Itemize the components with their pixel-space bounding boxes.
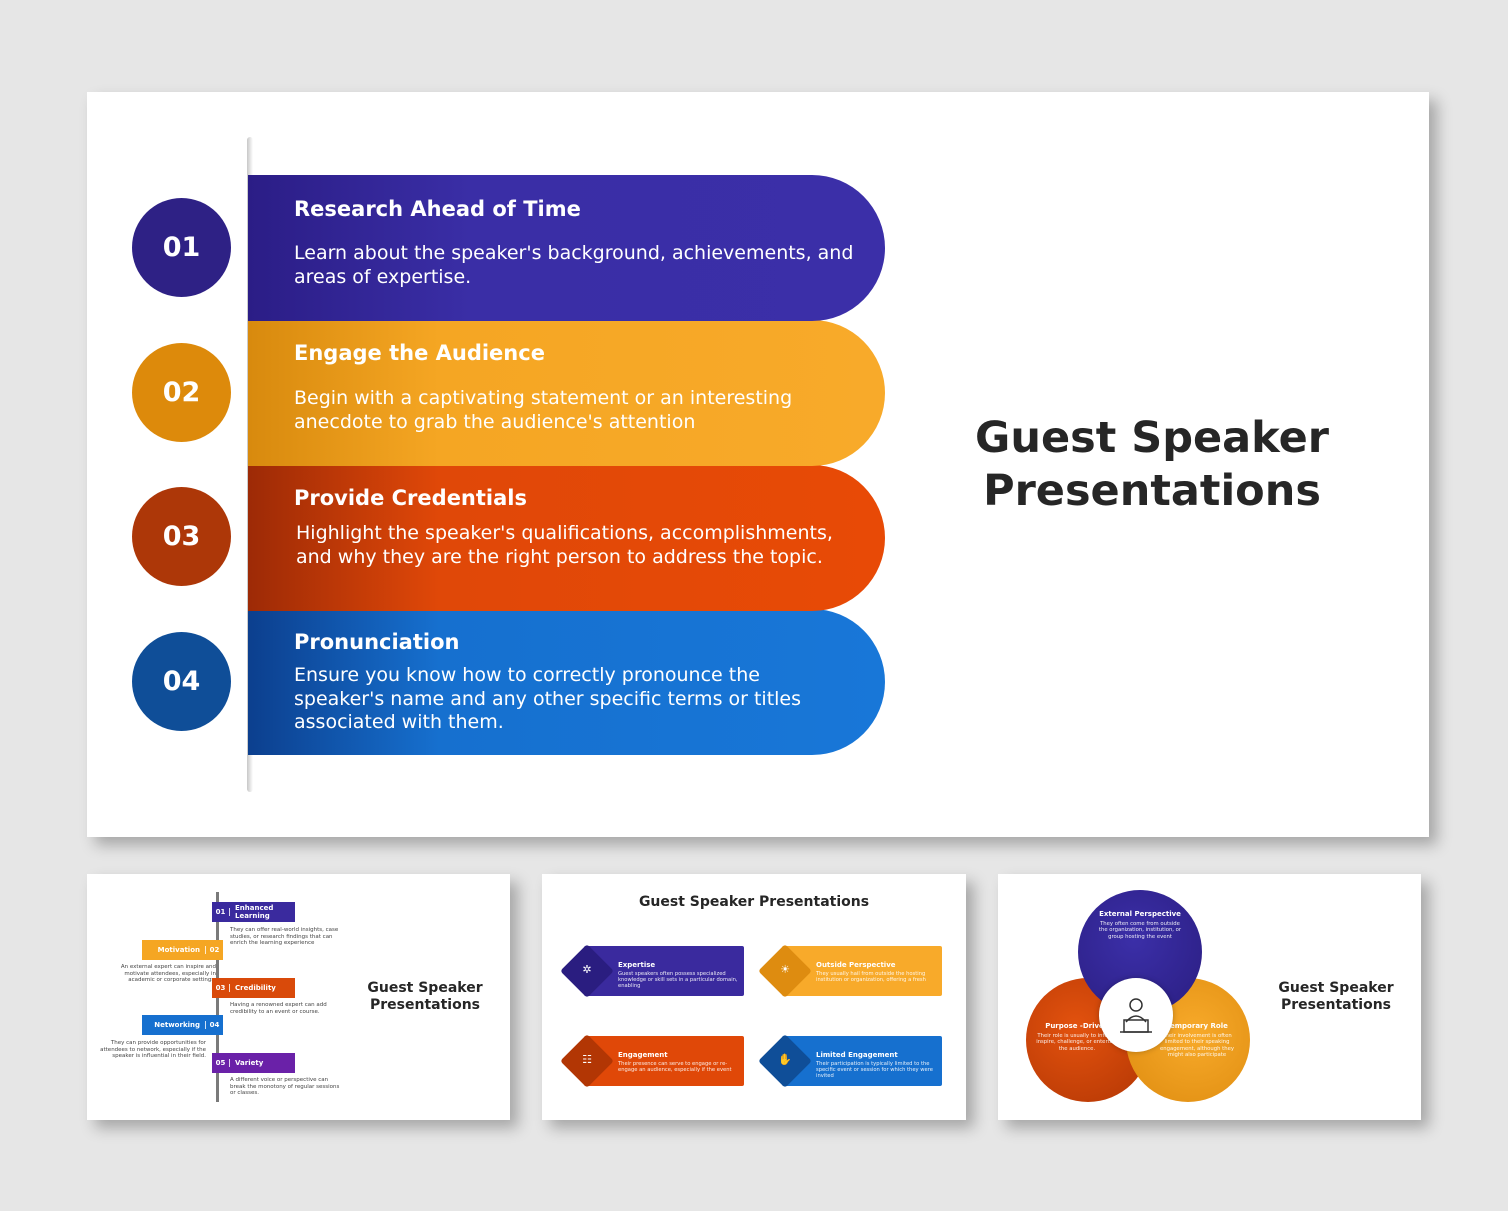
card-description: Their participation is typically limited… (816, 1061, 933, 1079)
timeline-tag-2: Motivation 02 (142, 940, 223, 960)
thumbnail-slide-2[interactable]: Guest Speaker Presentations ✲ Expertise … (542, 874, 966, 1120)
step-title: Provide Credentials (294, 486, 527, 510)
step-description: Ensure you know how to correctly pronoun… (294, 664, 802, 733)
thumbnail-title: Guest Speaker Presentations (1278, 980, 1394, 1013)
timeline-tag-5: 05 Variety (212, 1053, 295, 1073)
circle-description: They often come from outside the organiz… (1098, 921, 1182, 940)
card-title: Outside Perspective (816, 961, 896, 969)
timeline-tag-4: Networking 04 (142, 1015, 223, 1035)
timeline-tag-1: 01 Enhanced Learning (212, 902, 295, 922)
main-slide[interactable]: Research Ahead of Time Learn about the s… (87, 92, 1429, 837)
tag-label: Motivation (157, 946, 200, 954)
tag-number: 01 (212, 908, 230, 916)
thumbnail-slide-1[interactable]: 01 Enhanced Learning They can offer real… (87, 874, 510, 1120)
tag-description: Having a renowned expert can add credibi… (230, 1002, 327, 1015)
audience-icon: ☷ (582, 1053, 592, 1066)
tag-number: 04 (205, 1021, 223, 1029)
venn-circle-1: External Perspective They often come fro… (1078, 890, 1202, 1014)
tag-description: An external expert can inspire and motiv… (120, 964, 216, 983)
tag-label: Enhanced Learning (235, 904, 274, 920)
step-band-2: Engage the Audience Begin with a captiva… (248, 320, 885, 466)
slide-title: Guest Speaker Presentations (975, 413, 1329, 516)
circle-title: External Perspective (1099, 910, 1181, 918)
tag-description: A different voice or perspective can bre… (230, 1077, 340, 1096)
step-band-1: Research Ahead of Time Learn about the s… (248, 175, 885, 321)
speaker-podium-icon (1120, 998, 1152, 1033)
thumbnail-slide-3[interactable]: Purpose -Driven Their role is usually to… (998, 874, 1421, 1120)
card-title: Limited Engagement (816, 1051, 898, 1059)
circle-description: Their role is usually to inform, inspire… (1036, 1033, 1118, 1052)
info-card-2: ☀ Outside Perspective They usually hail … (758, 944, 942, 998)
lightbulb-icon: ☀ (780, 963, 790, 976)
circle-title: Purpose -Driven (1045, 1022, 1109, 1030)
info-card-4: ✋ Limited Engagement Their participation… (758, 1034, 942, 1088)
step-description: Begin with a captivating statement or an… (294, 387, 793, 433)
thumbnail-title: Guest Speaker Presentations (638, 894, 870, 910)
people-network-icon: ✲ (582, 963, 592, 976)
card-description: Guest speakers often possess specialized… (618, 971, 738, 989)
step-band-3: Provide Credentials Highlight the speake… (248, 465, 885, 611)
timeline-tag-3: 03 Credibility (212, 978, 295, 998)
tag-number: 02 (205, 946, 223, 954)
tag-label: Credibility (235, 984, 276, 992)
tag-description: They can provide opportunities for atten… (100, 1040, 206, 1059)
info-card-3: ☷ Engagement Their presence can serve to… (560, 1034, 744, 1088)
tag-number: 03 (212, 984, 230, 992)
step-description: Highlight the speaker's qualifications, … (296, 522, 833, 568)
circle-description: Their involvement is often limited to th… (1159, 1033, 1235, 1058)
center-disc (1099, 978, 1173, 1052)
tag-label: Variety (235, 1059, 264, 1067)
card-title: Engagement (618, 1051, 668, 1059)
handshake-icon: ✋ (778, 1053, 792, 1066)
step-description: Learn about the speaker's background, ac… (294, 242, 854, 288)
tag-label: Networking (154, 1021, 200, 1029)
circle-title: Temporary Role (1166, 1022, 1228, 1030)
step-number-badge: 04 (132, 632, 231, 731)
card-description: They usually hail from outside the hosti… (816, 971, 926, 983)
step-title: Research Ahead of Time (294, 197, 581, 221)
tag-number: 05 (212, 1059, 230, 1067)
tag-description: They can offer real-world insights, case… (230, 927, 339, 946)
step-band-4: Pronunciation Ensure you know how to cor… (248, 609, 885, 755)
card-title: Expertise (618, 961, 656, 969)
step-title: Engage the Audience (294, 341, 545, 365)
thumbnail-title: Guest Speaker Presentations (367, 980, 483, 1013)
step-number-badge: 01 (132, 198, 231, 297)
card-description: Their presence can serve to engage or re… (618, 1061, 732, 1073)
step-number-badge: 03 (132, 487, 231, 586)
info-card-1: ✲ Expertise Guest speakers often possess… (560, 944, 744, 998)
step-number-badge: 02 (132, 343, 231, 442)
step-title: Pronunciation (294, 630, 460, 654)
